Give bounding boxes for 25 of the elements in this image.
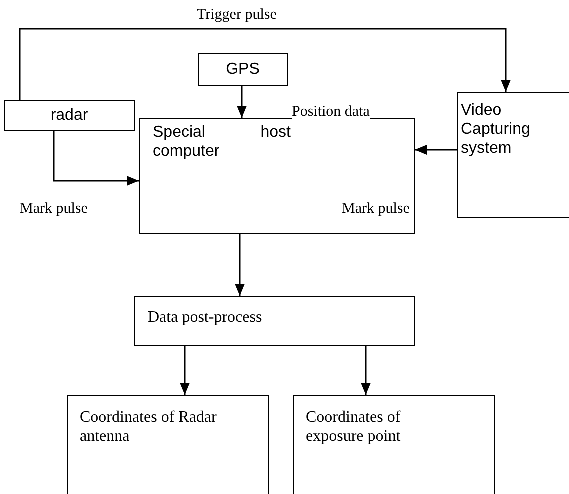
process-box xyxy=(134,296,415,346)
box-label: GPS xyxy=(226,60,260,80)
process-box xyxy=(198,53,288,86)
edge-label: Position data xyxy=(292,104,370,120)
box-label: Video Capturing system xyxy=(461,101,532,159)
edge-label: Mark pulse xyxy=(20,201,88,218)
arrow xyxy=(235,234,245,296)
arrow xyxy=(415,145,457,155)
arrow xyxy=(19,28,511,100)
box-label: Special host computer xyxy=(153,123,291,162)
box-label: radar xyxy=(50,106,88,126)
process-box xyxy=(67,395,269,494)
arrow xyxy=(53,131,139,186)
arrow xyxy=(180,346,190,395)
box-label: Coordinates of Radar antenna xyxy=(80,408,218,446)
process-box xyxy=(139,118,415,234)
edge-label: Trigger pulse xyxy=(197,7,277,24)
process-box xyxy=(457,92,569,218)
edge-label: Mark pulse xyxy=(342,201,410,218)
process-box xyxy=(293,395,495,494)
process-box xyxy=(4,100,135,131)
arrow xyxy=(361,346,371,395)
box-label: Data post-process xyxy=(148,308,262,328)
arrow xyxy=(237,86,247,118)
box-label: Coordinates of exposure point xyxy=(306,408,402,446)
